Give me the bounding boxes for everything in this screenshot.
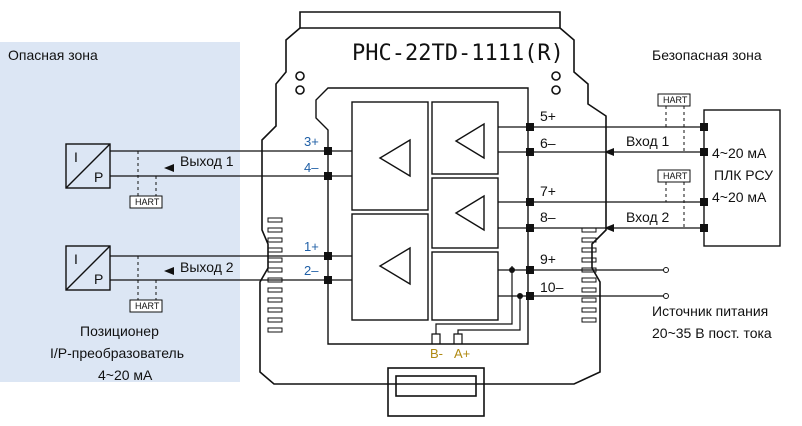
bus-b-label: B- xyxy=(430,346,443,361)
ch1-output-block xyxy=(351,101,429,211)
right-wires xyxy=(534,126,700,297)
right-terminals xyxy=(526,123,534,300)
hart-box-left-2 xyxy=(129,299,163,313)
device-model-title: PHC-22TD-1111(R) xyxy=(352,41,564,66)
power-block xyxy=(431,251,499,321)
ip-converter-2-p: P xyxy=(94,271,103,287)
plc-box xyxy=(703,109,781,247)
hart-box-left-1 xyxy=(129,195,163,209)
terminal-1-label: 1+ xyxy=(304,239,319,254)
positioner-line-1: Позиционер xyxy=(80,323,159,339)
internal-wires xyxy=(332,126,526,297)
positioner-line-3: 4~20 мА xyxy=(98,367,153,383)
ip-converter-1 xyxy=(65,143,111,189)
left-terminals xyxy=(324,147,332,284)
right-hart-taps xyxy=(665,106,685,228)
input-2-label: Вход 2 xyxy=(626,209,670,225)
ip-converter-2 xyxy=(65,245,111,291)
ip-converter-1-p: P xyxy=(94,169,103,185)
hazardous-zone-area xyxy=(0,42,240,382)
terminal-5-label: 5+ xyxy=(540,108,556,124)
housing-vents-right xyxy=(581,227,597,323)
power-wire-ends xyxy=(663,267,669,299)
terminal-9-label: 9+ xyxy=(540,251,556,267)
right-wire-arrows xyxy=(604,148,614,232)
input-1-label: Вход 1 xyxy=(626,133,670,149)
positioner-line-2: I/P-преобразователь xyxy=(50,345,184,361)
terminal-8-label: 8– xyxy=(540,209,556,225)
bus-connector xyxy=(431,266,521,344)
channel-blocks xyxy=(351,101,499,321)
terminal-10-label: 10– xyxy=(540,279,564,295)
terminal-3-label: 3+ xyxy=(304,134,319,149)
hart-label-right-1: HART xyxy=(663,95,688,105)
front-plate xyxy=(315,87,529,345)
plc-terminals xyxy=(700,123,708,232)
ch2-output-block xyxy=(351,213,429,321)
hart-box-right-1 xyxy=(657,93,691,107)
plc-name: ПЛК РСУ xyxy=(714,167,773,183)
hart-label-left-2: HART xyxy=(135,301,160,311)
terminal-7-label: 7+ xyxy=(540,183,556,199)
hart-label-right-2: HART xyxy=(663,171,688,181)
left-hart-taps xyxy=(137,151,157,300)
bus-a-label: A+ xyxy=(454,346,470,361)
output-2-label: Выход 2 xyxy=(180,259,234,275)
hart-box-right-2 xyxy=(657,169,691,183)
bus-nodes xyxy=(509,267,523,299)
ip-converter-2-i: I xyxy=(74,251,78,267)
left-wire-arrows xyxy=(164,164,174,275)
terminal-6-label: 6– xyxy=(540,135,556,151)
plc-ma-top: 4~20 мА xyxy=(712,145,767,161)
ch1-input-block xyxy=(431,101,499,175)
ch2-input-block xyxy=(431,177,499,249)
hart-label-left-1: HART xyxy=(135,197,160,207)
housing-vents-left xyxy=(267,217,283,333)
power-line-2: 20~35 В пост. тока xyxy=(652,325,772,341)
device-housing xyxy=(259,11,607,417)
terminal-2-label: 2– xyxy=(304,263,319,278)
hazardous-zone-label: Опасная зона xyxy=(8,47,98,63)
output-1-label: Выход 1 xyxy=(180,153,234,169)
terminal-4-label: 4– xyxy=(304,160,319,175)
plc-ma-bottom: 4~20 мА xyxy=(712,189,767,205)
safe-zone-label: Безопасная зона xyxy=(652,47,762,63)
ip-converter-1-i: I xyxy=(74,149,78,165)
left-wires xyxy=(110,150,324,281)
power-line-1: Источник питания xyxy=(652,303,768,319)
